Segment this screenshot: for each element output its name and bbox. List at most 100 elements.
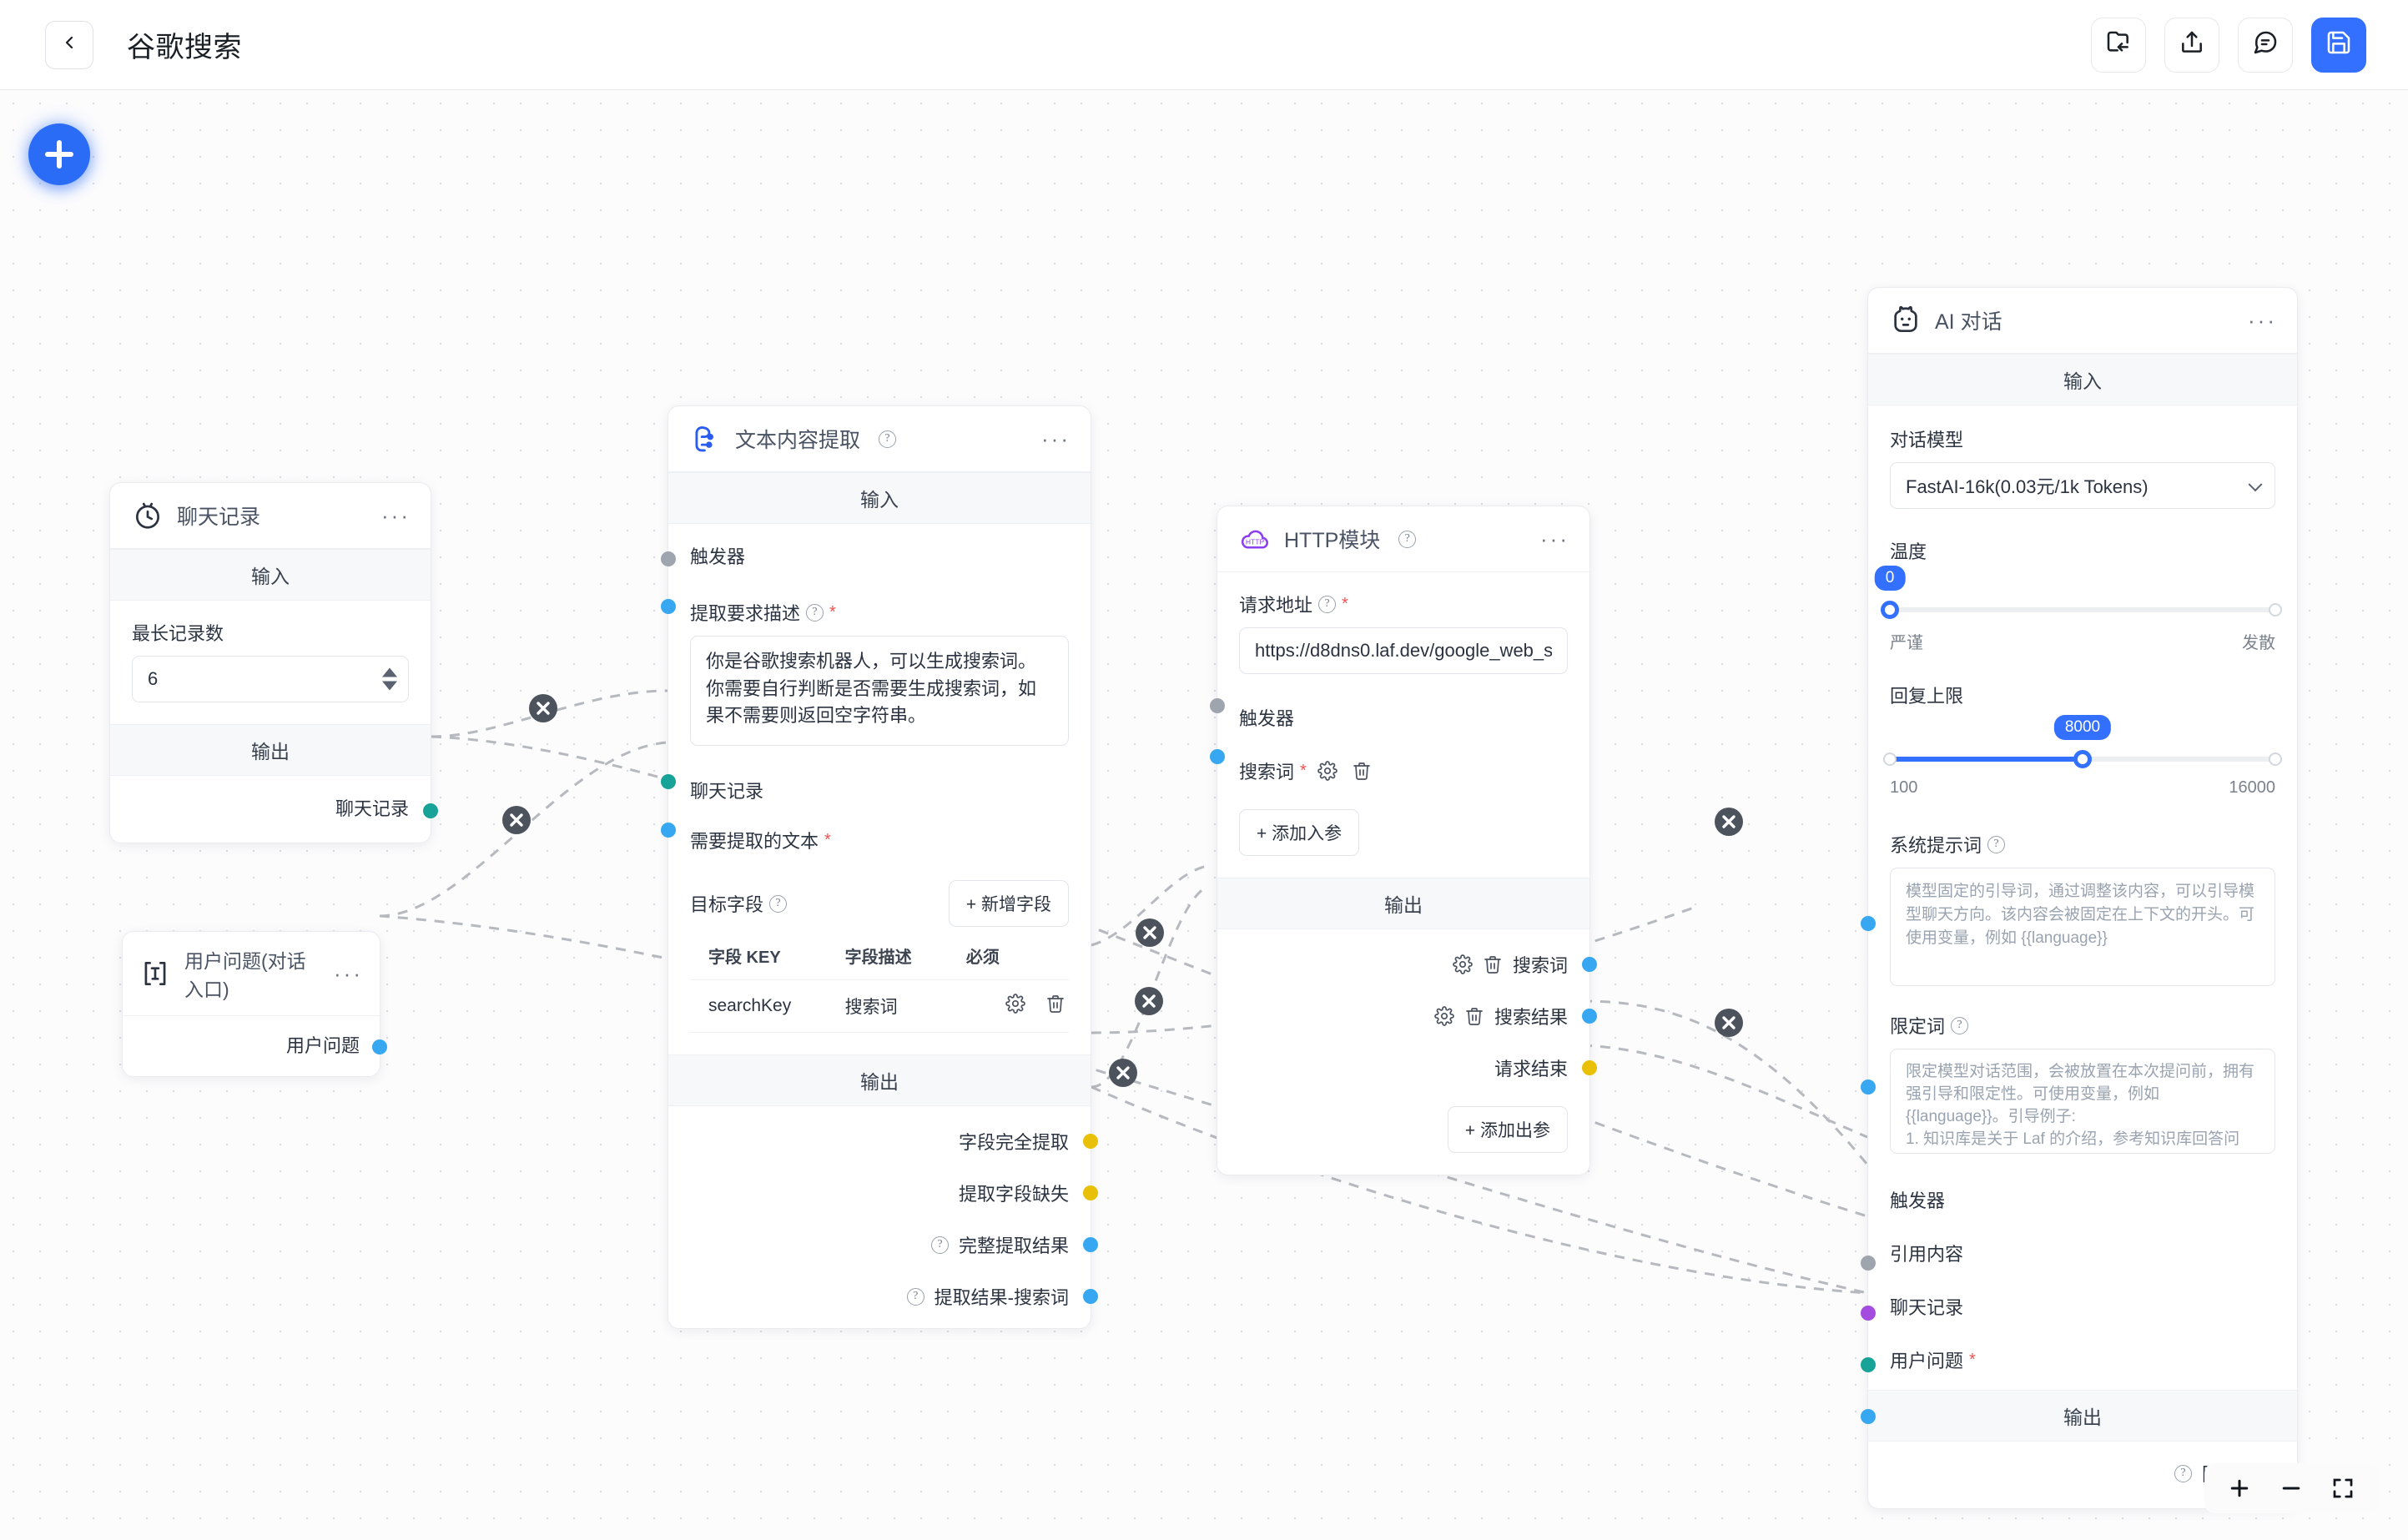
add-output-param-button[interactable]: + 添加出参 [1447,1106,1568,1153]
input-port-trigger[interactable] [1861,1256,1876,1271]
input-port-system-prompt[interactable] [1861,916,1876,931]
input-port-chat-history[interactable] [1861,1357,1876,1372]
node-menu-button[interactable]: ··· [1041,426,1071,451]
add-field-button[interactable]: + 新增字段 [948,880,1069,927]
output-port-search-key[interactable] [1582,957,1597,972]
cell-field-desc: 搜索词 [841,979,963,1033]
temperature-slider[interactable]: 0 [1874,566,2282,621]
node-menu-button[interactable]: ··· [2248,308,2277,333]
help-icon[interactable]: ? [930,1236,949,1254]
stepper-arrows[interactable] [382,667,397,691]
output-port-full-result[interactable] [1083,1237,1098,1252]
table-row: searchKey 搜索词 [690,979,1069,1033]
temperature-scale: 严谨 发散 [1890,629,2275,653]
node-header[interactable]: AI 对话 ··· [1868,288,2297,354]
save-workflow-button[interactable] [2311,17,2366,73]
help-icon[interactable]: ? [806,603,824,622]
output-port-chat-history[interactable] [423,803,438,818]
max-records-stepper[interactable] [132,656,409,702]
trash-icon[interactable] [1464,1006,1484,1026]
node-inputs: 请求地址 ? * 触发器 搜索词 * [1210,572,1589,878]
help-icon[interactable]: ? [906,1287,924,1306]
edge-delete-handle[interactable] [529,694,557,722]
zoom-in-button[interactable] [2226,1475,2253,1502]
qualifier-textarea[interactable] [1890,1049,2275,1154]
fit-view-button[interactable] [2330,1475,2356,1502]
back-button[interactable] [45,20,93,69]
help-icon[interactable]: ? [769,894,788,913]
zoom-out-button[interactable] [2278,1475,2305,1502]
node-menu-button[interactable]: ··· [1540,526,1569,551]
help-icon[interactable]: ? [1951,1016,1969,1034]
input-section-label: 输入 [668,472,1091,524]
output-port-search-result[interactable] [1582,1009,1597,1024]
request-url-input[interactable] [1239,627,1568,674]
input-port-search-key[interactable] [1210,749,1225,764]
output-port-fields-complete[interactable] [1083,1134,1098,1149]
input-port-source-text[interactable] [661,823,676,838]
edge-delete-handle[interactable] [1109,1059,1137,1087]
input-port-quote-content[interactable] [1861,1306,1876,1321]
node-header[interactable]: 聊天记录 ··· [110,483,431,549]
add-node-button[interactable] [28,123,90,185]
debug-chat-button[interactable] [2238,17,2293,73]
gear-icon[interactable] [1005,994,1025,1014]
gear-icon[interactable] [1434,1006,1454,1026]
extract-desc-textarea[interactable]: 你是谷歌搜索机器人，可以生成搜索词。你需要自行判断是否需要生成搜索词，如果不需要… [690,636,1069,746]
output-port-user-question[interactable] [372,1039,387,1054]
input-port-qualifier[interactable] [1861,1080,1876,1095]
output-port-request-finished[interactable] [1582,1060,1597,1075]
node-ai-chat[interactable]: AI 对话 ··· 输入 对话模型 温度 0 严谨 [1861,287,2305,1509]
edge-delete-handle[interactable] [502,806,531,834]
import-workflow-button[interactable] [2091,17,2146,73]
max-records-input[interactable] [132,656,409,702]
input-port-trigger[interactable] [1210,698,1225,713]
qualifier-label: 限定词 ? [1890,1012,2275,1039]
edge-delete-handle[interactable] [1715,1009,1743,1037]
slider-knob[interactable] [1881,601,1899,619]
node-outputs: 字段完全提取 提取字段缺失 ? 完整提取结果 ? 提取结果-搜索词 [668,1106,1098,1328]
node-header[interactable]: HTTP HTTP模块 ? ··· [1217,506,1589,572]
node-menu-button[interactable]: ··· [381,503,411,528]
node-menu-button[interactable]: ··· [334,961,363,986]
model-select-value[interactable] [1890,462,2275,509]
help-icon[interactable]: ? [2174,1464,2192,1482]
trash-icon[interactable] [1483,954,1503,974]
edge-delete-handle[interactable] [1715,808,1743,836]
input-port-extract-desc[interactable] [661,599,676,614]
output-label: 搜索结果 [1494,1007,1568,1028]
model-select[interactable] [1890,462,2275,509]
max-tokens-max-label: 16000 [2229,778,2275,797]
edge-delete-handle[interactable] [1136,918,1164,947]
max-tokens-slider[interactable]: 8000 [1883,715,2282,770]
input-label-search-key: 搜索词 * [1239,757,1568,784]
help-icon[interactable]: ? [1318,595,1337,613]
help-icon[interactable]: ? [1398,530,1417,548]
trash-icon[interactable] [1352,761,1372,781]
flow-canvas[interactable]: 聊天记录 ··· 输入 最长记录数 输出 聊天记录 [0,90,2408,1540]
edge-delete-handle[interactable] [1135,987,1163,1015]
gear-icon[interactable] [1453,954,1473,974]
output-row-chat-history: 聊天记录 [132,794,409,821]
output-port-fields-missing[interactable] [1083,1185,1098,1200]
output-row-search-key: 搜索词 [1239,951,1568,978]
slider-knob[interactable] [2073,750,2092,768]
system-prompt-textarea[interactable] [1890,868,2275,986]
output-port-search-key[interactable] [1083,1289,1098,1304]
node-text-extract[interactable]: 文本内容提取 ? ··· 输入 触发器 提取要求描述 ? * 你是谷歌搜索机器人… [661,405,1098,1329]
input-port-trigger[interactable] [661,551,676,566]
export-workflow-button[interactable] [2164,17,2219,73]
help-icon[interactable]: ? [1987,835,2006,853]
node-chat-history[interactable]: 聊天记录 ··· 输入 最长记录数 输出 聊天记录 [109,482,438,843]
input-port-chat-history[interactable] [661,774,676,789]
help-icon[interactable]: ? [879,430,897,448]
gear-icon[interactable] [1317,761,1337,781]
node-http-module[interactable]: HTTP HTTP模块 ? ··· 请求地址 ? * 触发器 搜索词 [1210,506,1597,1175]
node-header[interactable]: 文本内容提取 ? ··· [668,406,1091,472]
input-port-user-question[interactable] [1861,1409,1876,1424]
output-row-search-key: ? 提取结果-搜索词 [690,1283,1069,1310]
node-user-question[interactable]: 用户问题(对话入口) ··· 用户问题 [122,931,387,1077]
trash-icon[interactable] [1045,994,1065,1014]
add-input-param-button[interactable]: + 添加入参 [1239,809,1360,856]
node-header[interactable]: 用户问题(对话入口) ··· [123,932,380,1016]
